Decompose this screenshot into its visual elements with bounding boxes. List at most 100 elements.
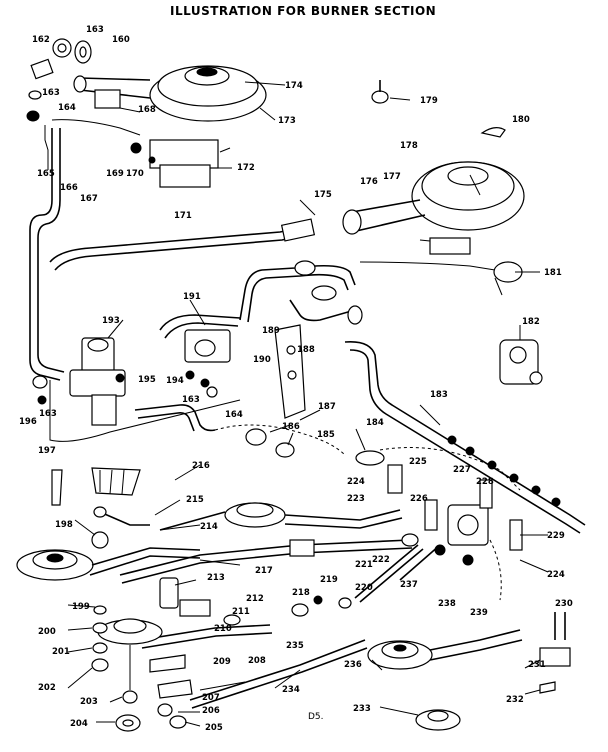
- part-label-225: 225: [409, 457, 427, 467]
- part-label-166: 166: [60, 183, 78, 193]
- part-label-202: 202: [38, 683, 56, 693]
- left-tubing: [29, 119, 241, 442]
- manifold-183: [344, 340, 586, 534]
- tube-217: [119, 539, 413, 584]
- lower-right-burner: [367, 612, 571, 694]
- valve-182: [499, 339, 543, 385]
- part-label-164: 164: [58, 103, 76, 113]
- top-left-burner: [73, 65, 267, 122]
- part-label-213: 213: [207, 573, 225, 583]
- igniter-181: [359, 261, 523, 296]
- lower-left-burner: [16, 547, 201, 581]
- part-label-207: 207: [202, 693, 220, 703]
- part-label-163: 163: [39, 409, 57, 419]
- part-label-219: 219: [320, 575, 338, 585]
- part-label-175: 175: [314, 190, 332, 200]
- bracket-187: [274, 324, 306, 419]
- part-label-165: 165: [37, 169, 55, 179]
- part-label-234: 234: [282, 685, 300, 695]
- part-label-164: 164: [225, 410, 243, 420]
- part-label-200: 200: [38, 627, 56, 637]
- part-label-163: 163: [86, 25, 104, 35]
- part-label-220: 220: [355, 583, 373, 593]
- small-parts-179-180: [371, 80, 506, 138]
- part-label-174: 174: [285, 81, 303, 91]
- part-label-163: 163: [182, 395, 200, 405]
- part-label-205: 205: [205, 723, 223, 733]
- part-label-206: 206: [202, 706, 220, 716]
- part-label-212: 212: [246, 594, 264, 604]
- part-label-162: 162: [32, 35, 50, 45]
- valve-190: [184, 329, 231, 398]
- part-label-235: 235: [286, 641, 304, 651]
- part-label-187: 187: [318, 402, 336, 412]
- part-label-218: 218: [292, 588, 310, 598]
- part-label-198: 198: [55, 520, 73, 530]
- brackets-197-216: [51, 467, 141, 506]
- valve-cluster: [387, 464, 523, 601]
- part-label-203: 203: [80, 697, 98, 707]
- part-label-168: 168: [138, 105, 156, 115]
- right-burner: [342, 161, 525, 255]
- part-label-179: 179: [420, 96, 438, 106]
- part-label-223: 223: [347, 494, 365, 504]
- lower-center-burner: [91, 605, 163, 732]
- part-label-217: 217: [255, 566, 273, 576]
- part-label-236: 236: [344, 660, 362, 670]
- part-label-230: 230: [555, 599, 573, 609]
- part-label-176: 176: [360, 177, 378, 187]
- part-label-216: 216: [192, 461, 210, 471]
- part-label-171: 171: [174, 211, 192, 221]
- part-label-160: 160: [112, 35, 130, 45]
- part-label-227: 227: [453, 465, 471, 475]
- part-label-177: 177: [383, 172, 401, 182]
- part-label-169: 169: [106, 169, 124, 179]
- part-label-167: 167: [80, 194, 98, 204]
- part-label-184: 184: [366, 418, 384, 428]
- part-label-204: 204: [70, 719, 88, 729]
- top-left-fittings: [26, 38, 92, 122]
- part-label-189: 189: [262, 326, 280, 336]
- part-label-233: 233: [353, 704, 371, 714]
- fittings-198-215: [91, 506, 150, 549]
- fittings-218-222: [291, 533, 424, 617]
- part-label-238: 238: [438, 599, 456, 609]
- part-label-170: 170: [126, 169, 144, 179]
- part-label-178: 178: [400, 141, 418, 151]
- part-label-188: 188: [297, 345, 315, 355]
- part-label-194: 194: [166, 376, 184, 386]
- part-label-209: 209: [213, 657, 231, 667]
- part-label-197: 197: [38, 446, 56, 456]
- part-label-228: 228: [476, 477, 494, 487]
- parts-184-186: [214, 424, 521, 491]
- part-label-193: 193: [102, 316, 120, 326]
- part-label-199: 199: [72, 602, 90, 612]
- tube-195: [134, 404, 216, 432]
- part-label-182: 182: [522, 317, 540, 327]
- part-label-221: 221: [355, 560, 373, 570]
- part-label-229: 229: [547, 531, 565, 541]
- part-label-231: 231: [528, 660, 546, 670]
- parts-210-213: [139, 577, 273, 649]
- part-label-173: 173: [278, 116, 296, 126]
- part-label-214: 214: [200, 522, 218, 532]
- part-label-222: 222: [372, 555, 390, 565]
- top-valve: [130, 139, 231, 188]
- central-burner: [159, 502, 403, 531]
- part-label-211: 211: [232, 607, 250, 617]
- part-label-226: 226: [410, 494, 428, 504]
- middle-tubes: [159, 260, 363, 339]
- part-label-191: 191: [183, 292, 201, 302]
- diagram-title: ILLUSTRATION FOR BURNER SECTION: [170, 4, 437, 18]
- part-label-186: 186: [282, 422, 300, 432]
- page-number: D5.: [308, 712, 324, 722]
- part-label-215: 215: [186, 495, 204, 505]
- part-label-190: 190: [253, 355, 271, 365]
- part-label-239: 239: [470, 608, 488, 618]
- part-label-185: 185: [317, 430, 335, 440]
- part-label-224: 224: [547, 570, 565, 580]
- part-label-172: 172: [237, 163, 255, 173]
- part-label-237: 237: [400, 580, 418, 590]
